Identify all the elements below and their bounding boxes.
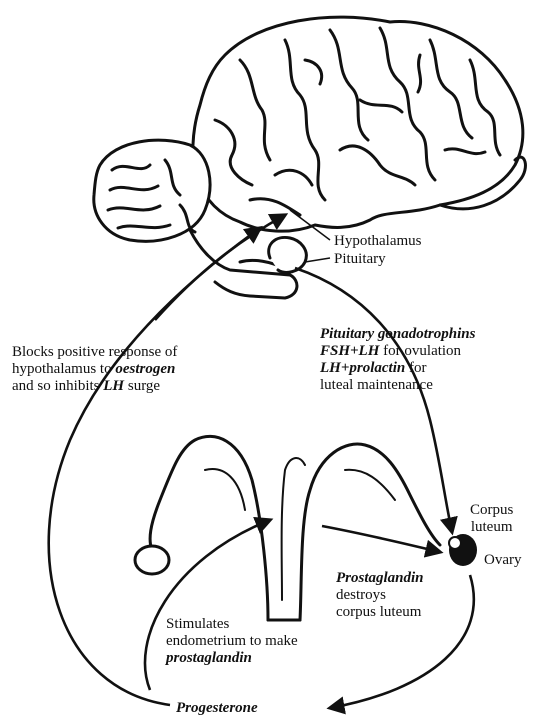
progesterone-label: Progesterone [176, 700, 258, 717]
fsh-lh-term: FSH+LH [320, 343, 379, 359]
gonadotrophins-label: Pituitary gonadotrophins FSH+LH for ovul… [320, 326, 475, 394]
prostaglandin-term: Prostaglandin [336, 570, 424, 587]
oestrogen-term: oestrogen [115, 361, 175, 377]
gonadotrophins-line-2b: for ovulation [379, 343, 461, 359]
gonadotrophins-line-2: FSH+LH for ovulation [320, 343, 475, 360]
gonadotrophins-line-3c: for [405, 360, 426, 376]
prostaglandin-term-2: prostaglandin [166, 650, 298, 667]
stimulates-line-1: Stimulates [166, 616, 298, 633]
arrow-prostaglandin [322, 526, 440, 552]
luteum-line: luteum [470, 519, 513, 536]
blocks-line-2a: hypothalamus to [12, 361, 115, 377]
blocks-line-3c: surge [124, 378, 160, 394]
blocks-line-2: hypothalamus to oestrogen [12, 361, 177, 378]
corpus-luteum-label: Corpus luteum [470, 502, 513, 536]
corpus-line: Corpus [470, 502, 513, 519]
lh-plus-term: LH+ [320, 360, 349, 376]
blocks-label: Blocks positive response of hypothalamus… [12, 344, 177, 395]
gonadotrophins-line-1: Pituitary gonadotrophins [320, 326, 475, 343]
arrow-gonadotrophins [295, 268, 452, 532]
stimulates-label: Stimulates endometrium to make prostagla… [166, 616, 298, 667]
hypothalamus-label: Hypothalamus [334, 233, 422, 250]
blocks-line-3a: and so inhibits [12, 378, 103, 394]
pituitary-label: Pituitary [334, 251, 386, 268]
blocks-line-1: Blocks positive response of [12, 344, 177, 361]
ovary-shape [449, 534, 477, 566]
gonadotrophins-line-4: luteal maintenance [320, 377, 475, 394]
destroys-line: destroys [336, 587, 424, 604]
lh-term: LH [103, 378, 124, 394]
stimulates-line-2: endometrium to make [166, 633, 298, 650]
prolactin-term: prolactin [349, 360, 405, 376]
gonadotrophins-line-3: LH+prolactin for [320, 360, 475, 377]
pituitary-pointer [305, 258, 330, 262]
corpus-luteum-line: corpus luteum [336, 604, 424, 621]
brain-illustration [94, 17, 526, 298]
prostaglandin-label: Prostaglandin destroys corpus luteum [336, 570, 424, 621]
ovary-label: Ovary [484, 552, 522, 569]
blocks-line-3: and so inhibits LH surge [12, 378, 177, 395]
